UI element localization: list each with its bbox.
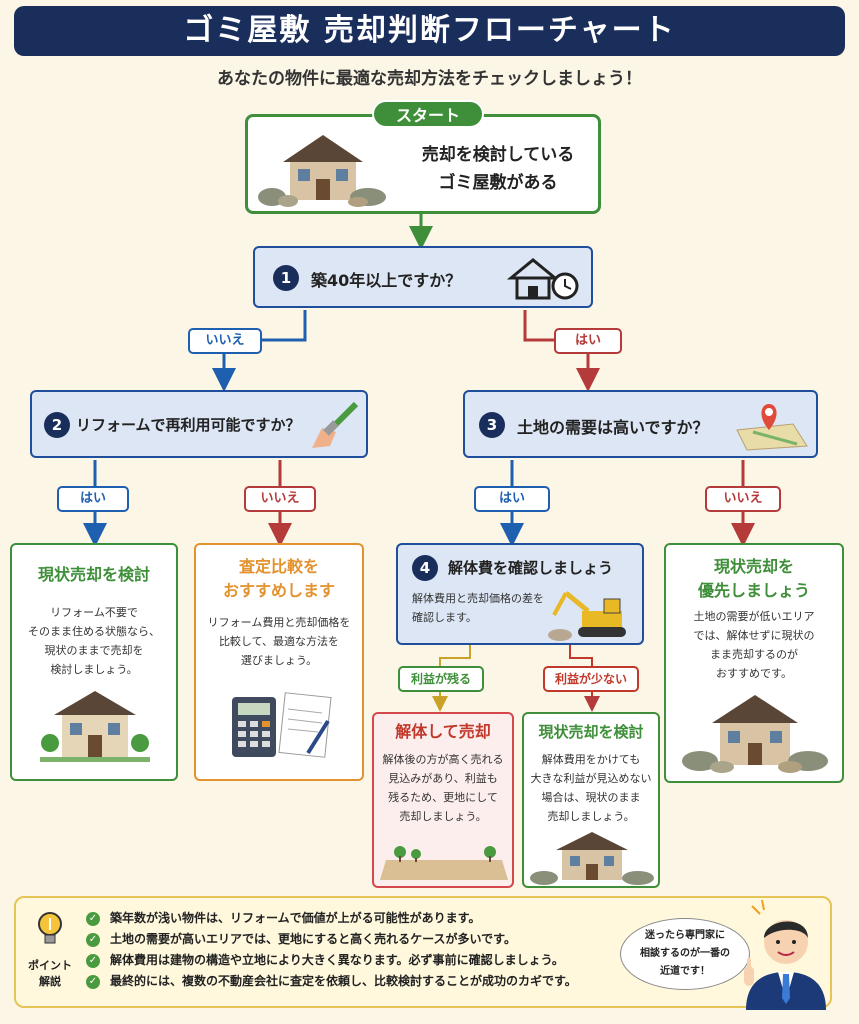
result-3-body: 土地の需要が低いエリア では、解体せずに現状の まま売却するのが おすすめです。 xyxy=(666,607,842,683)
question-3-box: 3 土地の需要は高いですか？ xyxy=(463,390,818,458)
question-4-number: 4 xyxy=(412,555,438,581)
tips-label: ポイント 解説 xyxy=(24,958,76,990)
paint-brush-icon xyxy=(312,401,359,448)
tip-item: ✓ 最終的には、複数の不動産会社に査定を依頼し、比較検討することが成功のカギです。 xyxy=(86,971,626,992)
start-badge: スタート xyxy=(372,100,484,128)
result-demolish-and-sell: 解体して売却 解体後の方が高く売れる 見込みがあり、利益も 残るため、更地にして… xyxy=(372,712,514,888)
advisor-man-icon xyxy=(744,900,826,1010)
tips-list: ✓ 築年数が浅い物件は、リフォームで価値が上がる可能性があります。 ✓ 土地の需要が… xyxy=(86,908,626,992)
question-2-number: 2 xyxy=(44,412,70,438)
trash-house-icon xyxy=(258,135,386,207)
check-icon: ✓ xyxy=(86,974,100,989)
tip-text: 築年数が浅い物件は、リフォームで価値が上がる可能性があります。 xyxy=(110,911,481,925)
result-2-body: リフォーム費用と売却価格を 比較して、最適な方法を 選びましょう。 xyxy=(196,613,362,670)
result-keep-as-is-priority: 現状売却を 優先しましょう 土地の需要が低いエリア では、解体せずに現状の まま… xyxy=(664,543,844,783)
result-3-line: まま売却するのが xyxy=(710,648,798,661)
trash-house-icon xyxy=(682,695,828,773)
question-4-box: 4 解体費を確認しましょう 解体費用と売却価格の差を 確認します。 xyxy=(396,543,644,645)
vacant-lot-icon xyxy=(380,846,508,880)
label-q2-yes: はい xyxy=(57,486,129,512)
result-5-title: 現状売却を検討 xyxy=(538,723,644,741)
tip-text: 最終的には、複数の不動産会社に査定を依頼し、比較検討することが成功のカギです。 xyxy=(110,974,577,988)
tips-label-line: 解説 xyxy=(39,975,61,988)
result-1-line: そのまま住める状態なら、 xyxy=(28,625,160,638)
check-icon: ✓ xyxy=(86,953,100,968)
tip-text: 土地の需要が高いエリアでは、更地にすると高く売れるケースが多いです。 xyxy=(110,932,516,946)
bubble-line: 相談するのが一番の xyxy=(640,948,730,959)
trash-house-icon xyxy=(530,832,654,885)
question-4-body-line: 解体費用と売却価格の差を xyxy=(412,592,544,605)
result-3-title-line1: 現状売却を xyxy=(713,557,794,576)
clean-house-icon xyxy=(40,691,150,762)
page-subtitle: あなたの物件に最適な売却方法をチェックしましょう！ xyxy=(217,69,642,89)
result-3-line: おすすめです。 xyxy=(716,667,792,680)
result-1-title: 現状売却を検討 xyxy=(37,565,150,584)
check-icon: ✓ xyxy=(86,911,100,926)
question-1-text: 築40年以上ですか？ xyxy=(311,271,462,290)
result-2-title-line1: 査定比較を xyxy=(238,557,319,576)
result-1-line: 現状のままで売却を xyxy=(44,644,144,657)
question-3-number: 3 xyxy=(479,412,505,438)
result-5-line: 解体費用をかけても xyxy=(541,753,641,766)
result-5-line: 場合は、現状のまま xyxy=(541,791,641,804)
result-keep-as-is-2: 現状売却を検討 解体費用をかけても 大きな利益が見込めない 場合は、現状のまま … xyxy=(522,712,660,888)
result-4-line: 見込みがあり、利益も xyxy=(388,772,498,785)
tip-text: 解体費用は建物の構造や立地により大きく異なります。必ず事前に確認しましょう。 xyxy=(110,953,564,967)
result-2-title-line2: おすすめします xyxy=(222,581,335,600)
question-1-box: 1 築40年以上ですか？ xyxy=(253,246,593,308)
result-2-line: 比較して、最適な方法を xyxy=(218,635,340,648)
question-3-text: 土地の需要は高いですか？ xyxy=(517,418,709,437)
result-3-line: では、解体せずに現状の xyxy=(693,629,815,642)
start-box: 売却を検討している ゴミ屋敷がある xyxy=(245,114,601,214)
result-1-line: リフォーム不要で xyxy=(50,606,138,619)
label-q1-no: いいえ xyxy=(188,328,262,354)
start-text-line1: 売却を検討している xyxy=(421,145,575,165)
label-q1-yes: はい xyxy=(554,328,622,354)
result-5-line: 大きな利益が見込めない xyxy=(530,772,652,785)
label-q2-no: いいえ xyxy=(244,486,316,512)
label-profit-remains: 利益が残る xyxy=(398,666,484,692)
question-2-text: リフォームで再利用可能ですか？ xyxy=(76,416,301,434)
result-4-line: 売却しましょう。 xyxy=(399,810,487,823)
check-icon: ✓ xyxy=(86,932,100,947)
result-2-line: 選びましょう。 xyxy=(240,654,318,667)
question-4-text: 解体費を確認しましょう xyxy=(448,559,614,577)
page-title: ゴミ屋敷 売却判断フローチャート xyxy=(14,6,845,56)
start-text-line2: ゴミ屋敷がある xyxy=(438,173,558,193)
tips-label-line: ポイント xyxy=(28,959,72,972)
map-pin-icon xyxy=(736,404,808,451)
label-profit-small: 利益が少ない xyxy=(543,666,639,692)
result-keep-as-is-1: 現状売却を検討 リフォーム不要で そのまま住める状態なら、 現状のままで売却を … xyxy=(10,543,178,781)
result-4-body: 解体後の方が高く売れる 見込みがあり、利益も 残るため、更地にして 売却しましょ… xyxy=(374,750,512,826)
result-3-title-line2: 優先しましょう xyxy=(697,581,810,600)
question-2-box: 2 リフォームで再利用可能ですか？ xyxy=(30,390,368,458)
result-1-line: 検討しましょう。 xyxy=(50,663,138,676)
result-5-body: 解体費用をかけても 大きな利益が見込めない 場合は、現状のまま 売却しましょう。 xyxy=(524,750,658,826)
result-2-line: リフォーム費用と売却価格を xyxy=(207,616,351,629)
advice-speech-bubble: 迷ったら専門家に 相談するのが一番の 近道です！ xyxy=(620,918,750,990)
result-4-line: 残るため、更地にして xyxy=(388,791,498,804)
result-5-line: 売却しましょう。 xyxy=(547,810,635,823)
bubble-line: 迷ったら専門家に xyxy=(645,930,725,941)
question-4-body-line: 確認します。 xyxy=(412,611,477,624)
house-clock-icon xyxy=(507,258,579,300)
result-3-line: 土地の需要が低いエリア xyxy=(693,610,815,623)
result-4-line: 解体後の方が高く売れる xyxy=(382,753,504,766)
result-4-title: 解体して売却 xyxy=(395,722,491,741)
label-q3-yes: はい xyxy=(474,486,550,512)
lightbulb-icon xyxy=(38,912,62,944)
label-q3-no: いいえ xyxy=(705,486,781,512)
question-1-number: 1 xyxy=(273,265,299,291)
tip-item: ✓ 土地の需要が高いエリアでは、更地にすると高く売れるケースが多いです。 xyxy=(86,929,626,950)
result-1-body: リフォーム不要で そのまま住める状態なら、 現状のままで売却を 検討しましょう。 xyxy=(12,603,176,679)
result-compare-appraisal: 査定比較を おすすめします リフォーム費用と売却価格を 比較して、最適な方法を … xyxy=(194,543,364,781)
excavator-icon xyxy=(548,591,626,641)
question-4-body: 解体費用と売却価格の差を 確認します。 xyxy=(412,589,544,627)
tip-item: ✓ 解体費用は建物の構造や立地により大きく異なります。必ず事前に確認しましょう。 xyxy=(86,950,626,971)
bubble-line: 近道です！ xyxy=(660,966,710,977)
calculator-document-icon xyxy=(232,692,332,758)
tip-item: ✓ 築年数が浅い物件は、リフォームで価値が上がる可能性があります。 xyxy=(86,908,626,929)
